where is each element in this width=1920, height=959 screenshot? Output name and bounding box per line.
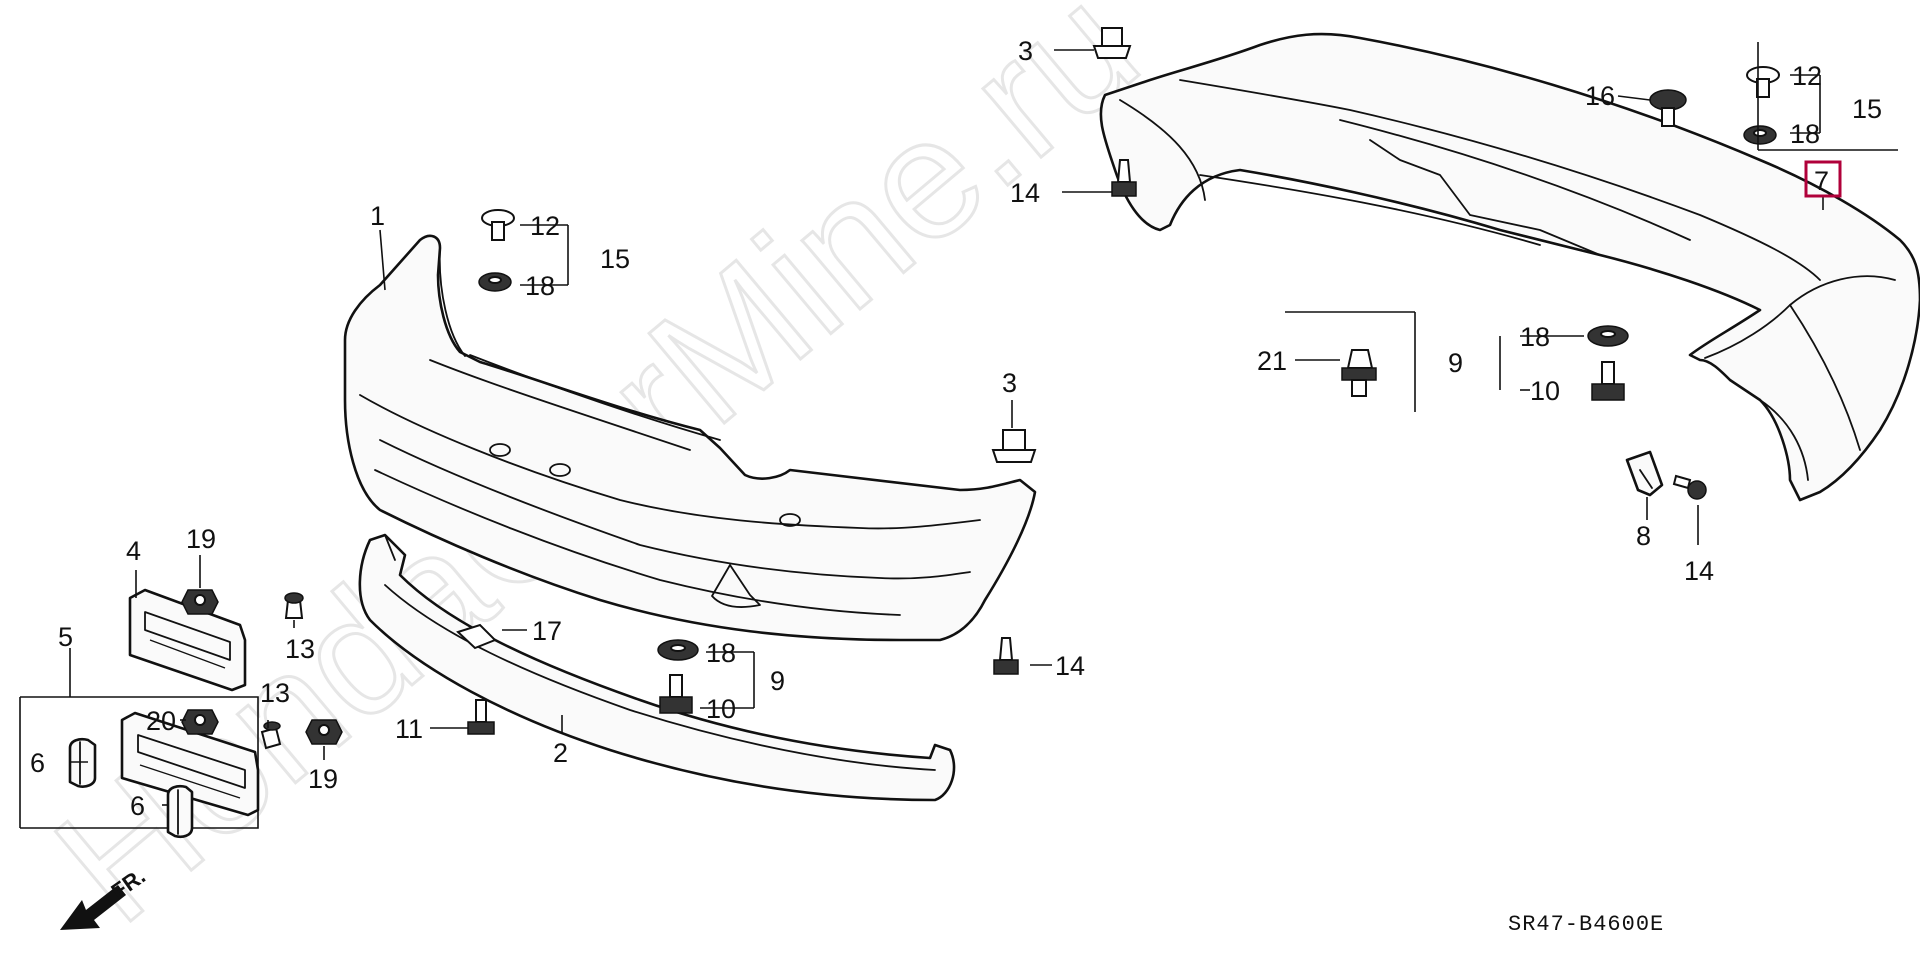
callout-labels: 1 2 3 3 4 5 6 6 7 8 9 9 10 10 11 12 12 1… xyxy=(30,36,1882,821)
callout-10-rear[interactable]: 10 xyxy=(1530,376,1560,406)
washer-18-rear-illustration[interactable] xyxy=(1743,125,1777,145)
bolt-10-mid-illustration[interactable] xyxy=(1591,361,1625,401)
callout-14-upper[interactable]: 14 xyxy=(1010,178,1040,208)
callout-6-upper[interactable]: 6 xyxy=(30,748,45,778)
clip-13-lower-illustration[interactable] xyxy=(260,721,282,750)
nut-19-upper-illustration[interactable] xyxy=(181,589,219,615)
diagram-code: SR47-B4600E xyxy=(1508,912,1664,937)
callout-5[interactable]: 5 xyxy=(58,622,73,652)
callout-17[interactable]: 17 xyxy=(532,616,562,646)
nut-20-illustration[interactable] xyxy=(181,709,219,735)
callout-18-front-lower[interactable]: 18 xyxy=(706,638,736,668)
callout-20[interactable]: 20 xyxy=(146,706,176,736)
rear-bumper-illustration[interactable] xyxy=(1099,32,1920,502)
callout-16[interactable]: 16 xyxy=(1585,81,1615,111)
bolt-12-front-illustration[interactable] xyxy=(481,209,515,241)
callout-7[interactable]: 7 xyxy=(1814,166,1829,196)
callout-6-lower[interactable]: 6 xyxy=(130,791,145,821)
callout-4[interactable]: 4 xyxy=(126,536,141,566)
washer-18-lower-illustration[interactable] xyxy=(657,639,699,661)
callout-9-rear[interactable]: 9 xyxy=(1448,348,1463,378)
callout-18-rear-upper[interactable]: 18 xyxy=(1790,119,1820,149)
callout-13-upper[interactable]: 13 xyxy=(285,634,315,664)
washer-18-mid-illustration[interactable] xyxy=(1587,325,1629,347)
screw-14-upper-illustration[interactable] xyxy=(1111,159,1137,197)
callout-7-highlight-box xyxy=(1804,160,1842,198)
bolt-12-rear-illustration[interactable] xyxy=(1746,66,1780,98)
clip-13-upper-illustration[interactable] xyxy=(284,592,304,619)
callout-15-front[interactable]: 15 xyxy=(600,244,630,274)
callout-3-upper[interactable]: 3 xyxy=(1018,36,1033,66)
front-spoiler-illustration[interactable] xyxy=(358,533,956,802)
nut-17-illustration[interactable] xyxy=(456,623,497,650)
screw-14-center-illustration[interactable] xyxy=(993,637,1019,675)
screw-14-rear-illustration[interactable] xyxy=(1672,474,1707,500)
callout-18-rear-lower[interactable]: 18 xyxy=(1520,322,1550,352)
bolt-10-lower-illustration[interactable] xyxy=(659,674,693,714)
callout-21[interactable]: 21 xyxy=(1257,346,1287,376)
callout-1[interactable]: 1 xyxy=(370,201,385,231)
bracket-8-illustration[interactable] xyxy=(1625,450,1664,497)
front-bumper-illustration[interactable] xyxy=(343,234,1037,642)
clip-3-lower-illustration[interactable] xyxy=(991,429,1037,463)
nut-19-lower-illustration[interactable] xyxy=(305,719,343,745)
callout-14-center[interactable]: 14 xyxy=(1055,651,1085,681)
callout-14-rear[interactable]: 14 xyxy=(1684,556,1714,586)
callout-12-front[interactable]: 12 xyxy=(530,211,560,241)
callout-19-upper[interactable]: 19 xyxy=(186,524,216,554)
callout-8[interactable]: 8 xyxy=(1636,521,1651,551)
callout-18-front-upper[interactable]: 18 xyxy=(525,271,555,301)
license-bracket-upper-illustration[interactable] xyxy=(128,588,247,692)
leader-lines xyxy=(70,42,1898,806)
callout-10-front[interactable]: 10 xyxy=(706,694,736,724)
clip-21-illustration[interactable] xyxy=(1341,349,1377,397)
assembly-5-frame xyxy=(19,696,259,829)
callout-19-lower[interactable]: 19 xyxy=(308,764,338,794)
callout-2[interactable]: 2 xyxy=(553,738,568,768)
callout-3-lower[interactable]: 3 xyxy=(1002,368,1017,398)
callout-12-rear[interactable]: 12 xyxy=(1792,61,1822,91)
callout-15-rear[interactable]: 15 xyxy=(1852,94,1882,124)
washer-18-front-illustration[interactable] xyxy=(478,272,512,292)
callout-13-lower[interactable]: 13 xyxy=(260,678,290,708)
callout-11[interactable]: 11 xyxy=(395,714,423,744)
bolt-11-illustration[interactable] xyxy=(467,699,495,735)
cap-6-upper-illustration[interactable] xyxy=(68,737,97,788)
cap-6-lower-illustration[interactable] xyxy=(166,784,194,839)
callout-9-front[interactable]: 9 xyxy=(770,666,785,696)
clip-3-upper-illustration[interactable] xyxy=(1092,27,1132,59)
